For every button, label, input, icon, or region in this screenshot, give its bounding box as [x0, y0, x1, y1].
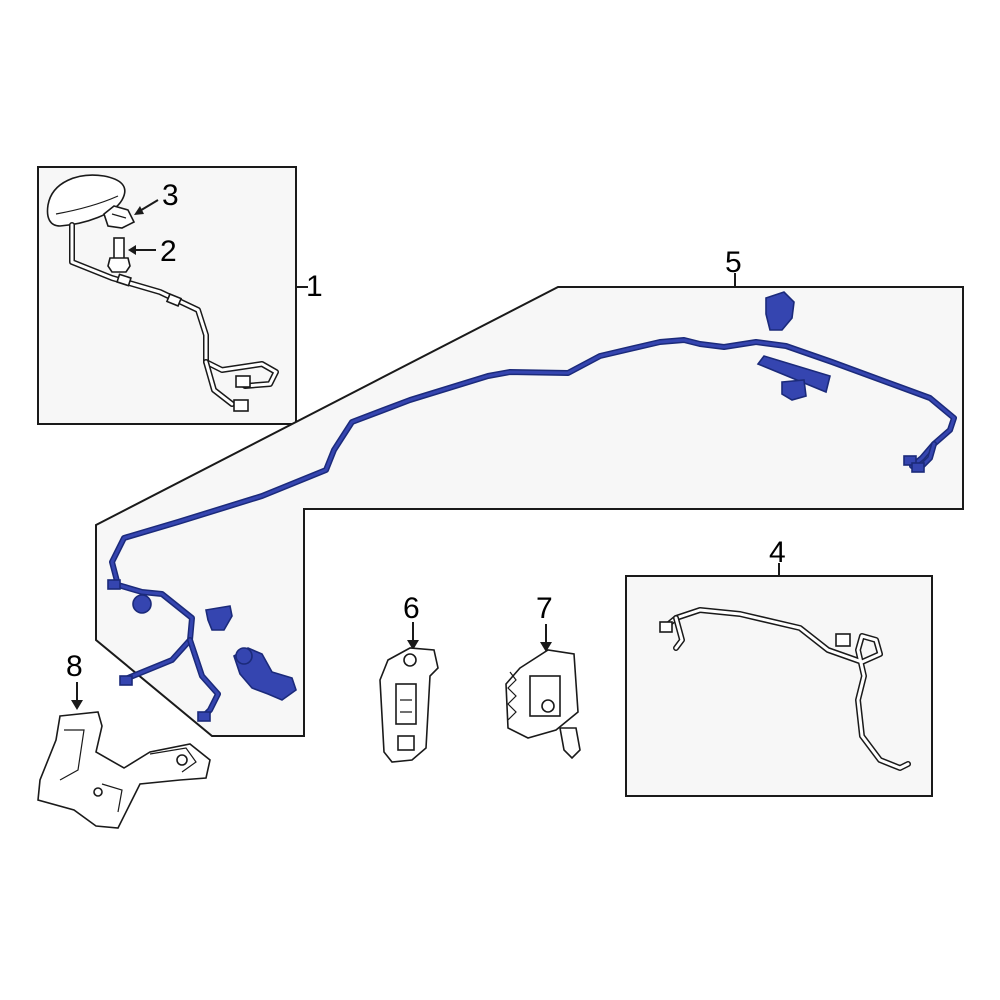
callout-5: 5	[725, 246, 742, 279]
antenna-amplifier-group: 6	[379, 592, 439, 763]
callout-2: 2	[160, 235, 177, 268]
arrowhead-2	[128, 245, 136, 255]
antenna-connector-b	[233, 399, 249, 412]
panel-main-cable	[95, 286, 964, 737]
cable-clip-left	[205, 605, 233, 631]
cable-connector-left-c	[197, 711, 211, 722]
cable-connector-left-b	[119, 675, 133, 686]
callout-8: 8	[66, 650, 83, 683]
cable-clip-top	[765, 291, 795, 331]
cable-grommet-left	[132, 594, 152, 614]
callout-6: 6	[403, 592, 420, 625]
arrowhead-7	[540, 642, 552, 652]
bracket-group: 8	[37, 650, 211, 829]
feeder-connector-mid	[835, 633, 851, 647]
cable-connector-left-a	[107, 579, 121, 590]
cable-connector-right-a	[903, 455, 917, 466]
callout-1: 1	[306, 270, 323, 303]
cable-connector-right-b	[911, 462, 925, 473]
antenna-assembly-group: 1 3 2	[37, 166, 323, 425]
antenna-clip-part	[103, 205, 136, 229]
control-module-group: 7	[505, 592, 581, 760]
callout-3: 3	[162, 179, 179, 212]
feeder-connector-left	[659, 621, 673, 633]
callout-7: 7	[536, 592, 553, 625]
antenna-connector-a	[235, 375, 251, 388]
feeder-cable-group: 4	[625, 536, 933, 797]
arrowhead-6	[407, 640, 419, 650]
main-cable-group: 5	[95, 246, 964, 737]
bracket-part	[37, 711, 211, 829]
arrowhead-3	[134, 206, 144, 215]
arrowhead-8	[71, 700, 83, 710]
callout-4: 4	[769, 536, 786, 569]
antenna-bolt-part	[113, 237, 125, 261]
